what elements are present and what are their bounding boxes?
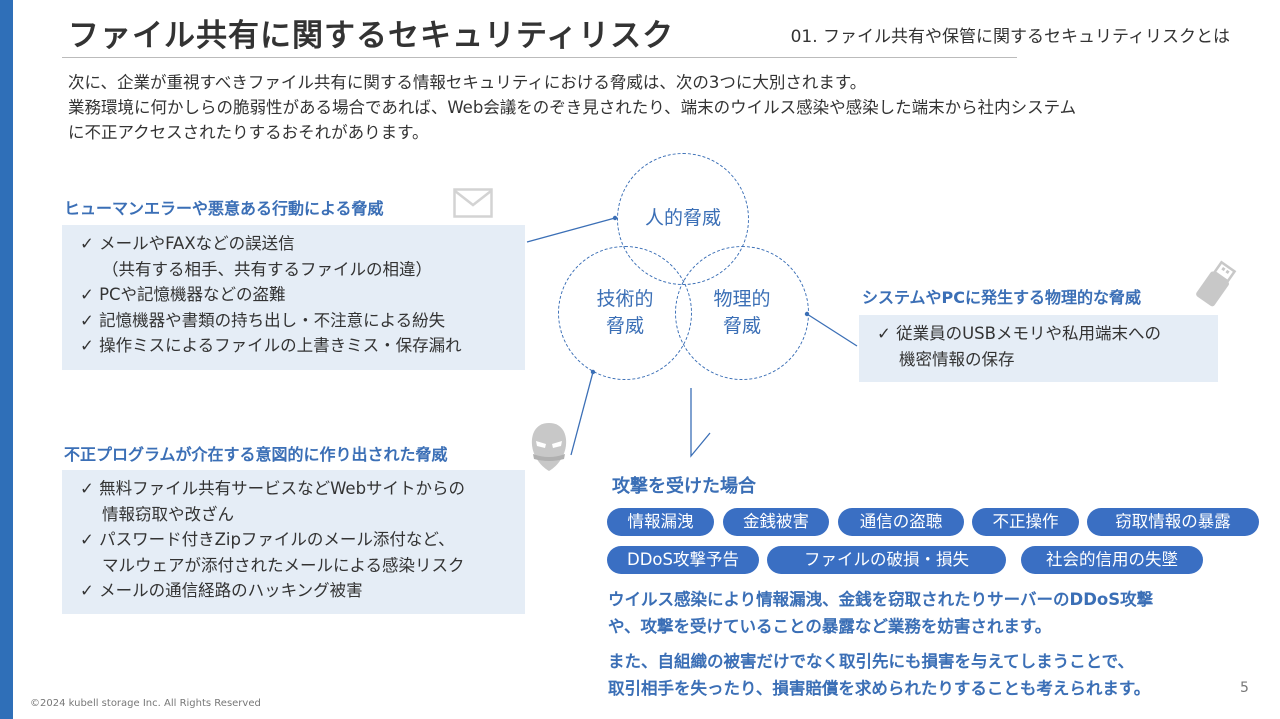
- damage-tag: 窃取情報の暴露: [1087, 508, 1259, 536]
- intro-line: に不正アクセスされたりするおそれがあります。: [68, 123, 429, 142]
- list-item: ✓ 従業員のUSBメモリや私用端末への: [877, 324, 1161, 343]
- damage-tag: 不正操作: [972, 508, 1079, 536]
- venn-label-human: 人的脅威: [644, 207, 721, 229]
- physical-threat-box: ✓ 従業員のUSBメモリや私用端末への 機密情報の保存: [859, 315, 1218, 382]
- program-threat-heading: 不正プログラムが介在する意図的に作り出された脅威: [64, 445, 448, 464]
- intro-line: 業務環境に何かしらの脆弱性がある場合であれば、Web会議をのぞき見されたり、端末…: [68, 98, 1077, 117]
- venn-circle-physical: [675, 246, 809, 380]
- list-item: ✓ 無料ファイル共有サービスなどWebサイトからの: [80, 479, 466, 498]
- description-line: また、自組織の被害だけでなく取引先にも損害を与えてしまうことで、: [608, 652, 1135, 671]
- damage-tag: 情報漏洩: [607, 508, 714, 536]
- copyright: ©2024 kubell storage Inc. All Rights Res…: [30, 698, 261, 709]
- description-line: 取引相手を失ったり、損害賠償を求められたりすることも考えられます。: [608, 679, 1151, 698]
- description-line: や、攻撃を受けていることの暴露など業務を妨害されます。: [608, 617, 1052, 636]
- intro-paragraph: 次に、企業が重視すべきファイル共有に関する情報セキュリティにおける脅威は、次の3…: [68, 70, 1228, 145]
- list-item: 情報窃取や改ざん: [102, 504, 234, 524]
- list-item: ✓ 操作ミスによるファイルの上書きミス・保存漏れ: [80, 336, 462, 355]
- usb-icon: [1196, 260, 1237, 307]
- hacker-icon: [531, 423, 567, 471]
- damage-tag: ファイルの破損・損失: [767, 546, 1006, 574]
- venn-label-line: 技術的: [596, 288, 654, 310]
- list-item: ✓ 記憶機器や書類の持ち出し・不注意による紛失: [80, 310, 446, 330]
- intro-line: 次に、企業が重視すべきファイル共有に関する情報セキュリティにおける脅威は、次の3…: [68, 73, 867, 92]
- section-label: 01. ファイル共有や保管に関するセキュリティリスクとは: [790, 27, 1230, 47]
- human-threat-heading: ヒューマンエラーや悪意ある行動による脅威: [64, 199, 384, 218]
- mail-icon: [453, 188, 493, 218]
- damage-tag: 金銭被害: [723, 508, 829, 536]
- venn-label-line: 物理的: [713, 288, 771, 310]
- venn-label-physical: 物理的 脅威: [689, 286, 795, 340]
- venn-label-technical: 技術的 脅威: [572, 286, 678, 340]
- page-title: ファイル共有に関するセキュリティリスク: [68, 18, 675, 54]
- damage-tag: 社会的信用の失墜: [1021, 546, 1203, 574]
- list-item: ✓ パスワード付きZipファイルのメール添付など、: [80, 530, 455, 549]
- list-item: マルウェアが添付されたメールによる感染リスク: [102, 555, 465, 575]
- left-accent-bar: [0, 0, 13, 719]
- list-item: ✓ PCや記憶機器などの盗難: [80, 285, 286, 304]
- list-item: ✓ メールの通信経路のハッキング被害: [80, 581, 363, 600]
- list-item: （共有する相手、共有するファイルの相違）: [102, 259, 432, 279]
- damage-tag: 通信の盗聴: [838, 508, 964, 536]
- attack-consequence: また、自組織の被害だけでなく取引先にも損害を与えてしまうことで、 取引相手を失っ…: [608, 648, 1150, 702]
- attack-description: ウイルス感染により情報漏洩、金銭を窃取されたりサーバーのDDoS攻撃 や、攻撃を…: [608, 586, 1153, 640]
- attack-heading: 攻撃を受けた場合: [612, 476, 756, 497]
- damage-tag: DDoS攻撃予告: [607, 546, 759, 574]
- list-item: ✓ メールやFAXなどの誤送信: [80, 234, 295, 253]
- description-line: ウイルス感染により情報漏洩、金銭を窃取されたりサーバーのDDoS攻撃: [608, 590, 1154, 609]
- title-divider: [62, 57, 1017, 58]
- physical-threat-heading: システムやPCに発生する物理的な脅威: [862, 288, 1141, 307]
- venn-label-line: 脅威: [605, 315, 644, 337]
- program-threat-box: ✓ 無料ファイル共有サービスなどWebサイトからの 情報窃取や改ざん ✓ パスワ…: [62, 470, 525, 614]
- human-threat-box: ✓ メールやFAXなどの誤送信 （共有する相手、共有するファイルの相違） ✓ P…: [62, 225, 525, 370]
- venn-label-line: 脅威: [722, 315, 761, 337]
- list-item: 機密情報の保存: [899, 349, 1015, 369]
- page-number: 5: [1240, 680, 1249, 696]
